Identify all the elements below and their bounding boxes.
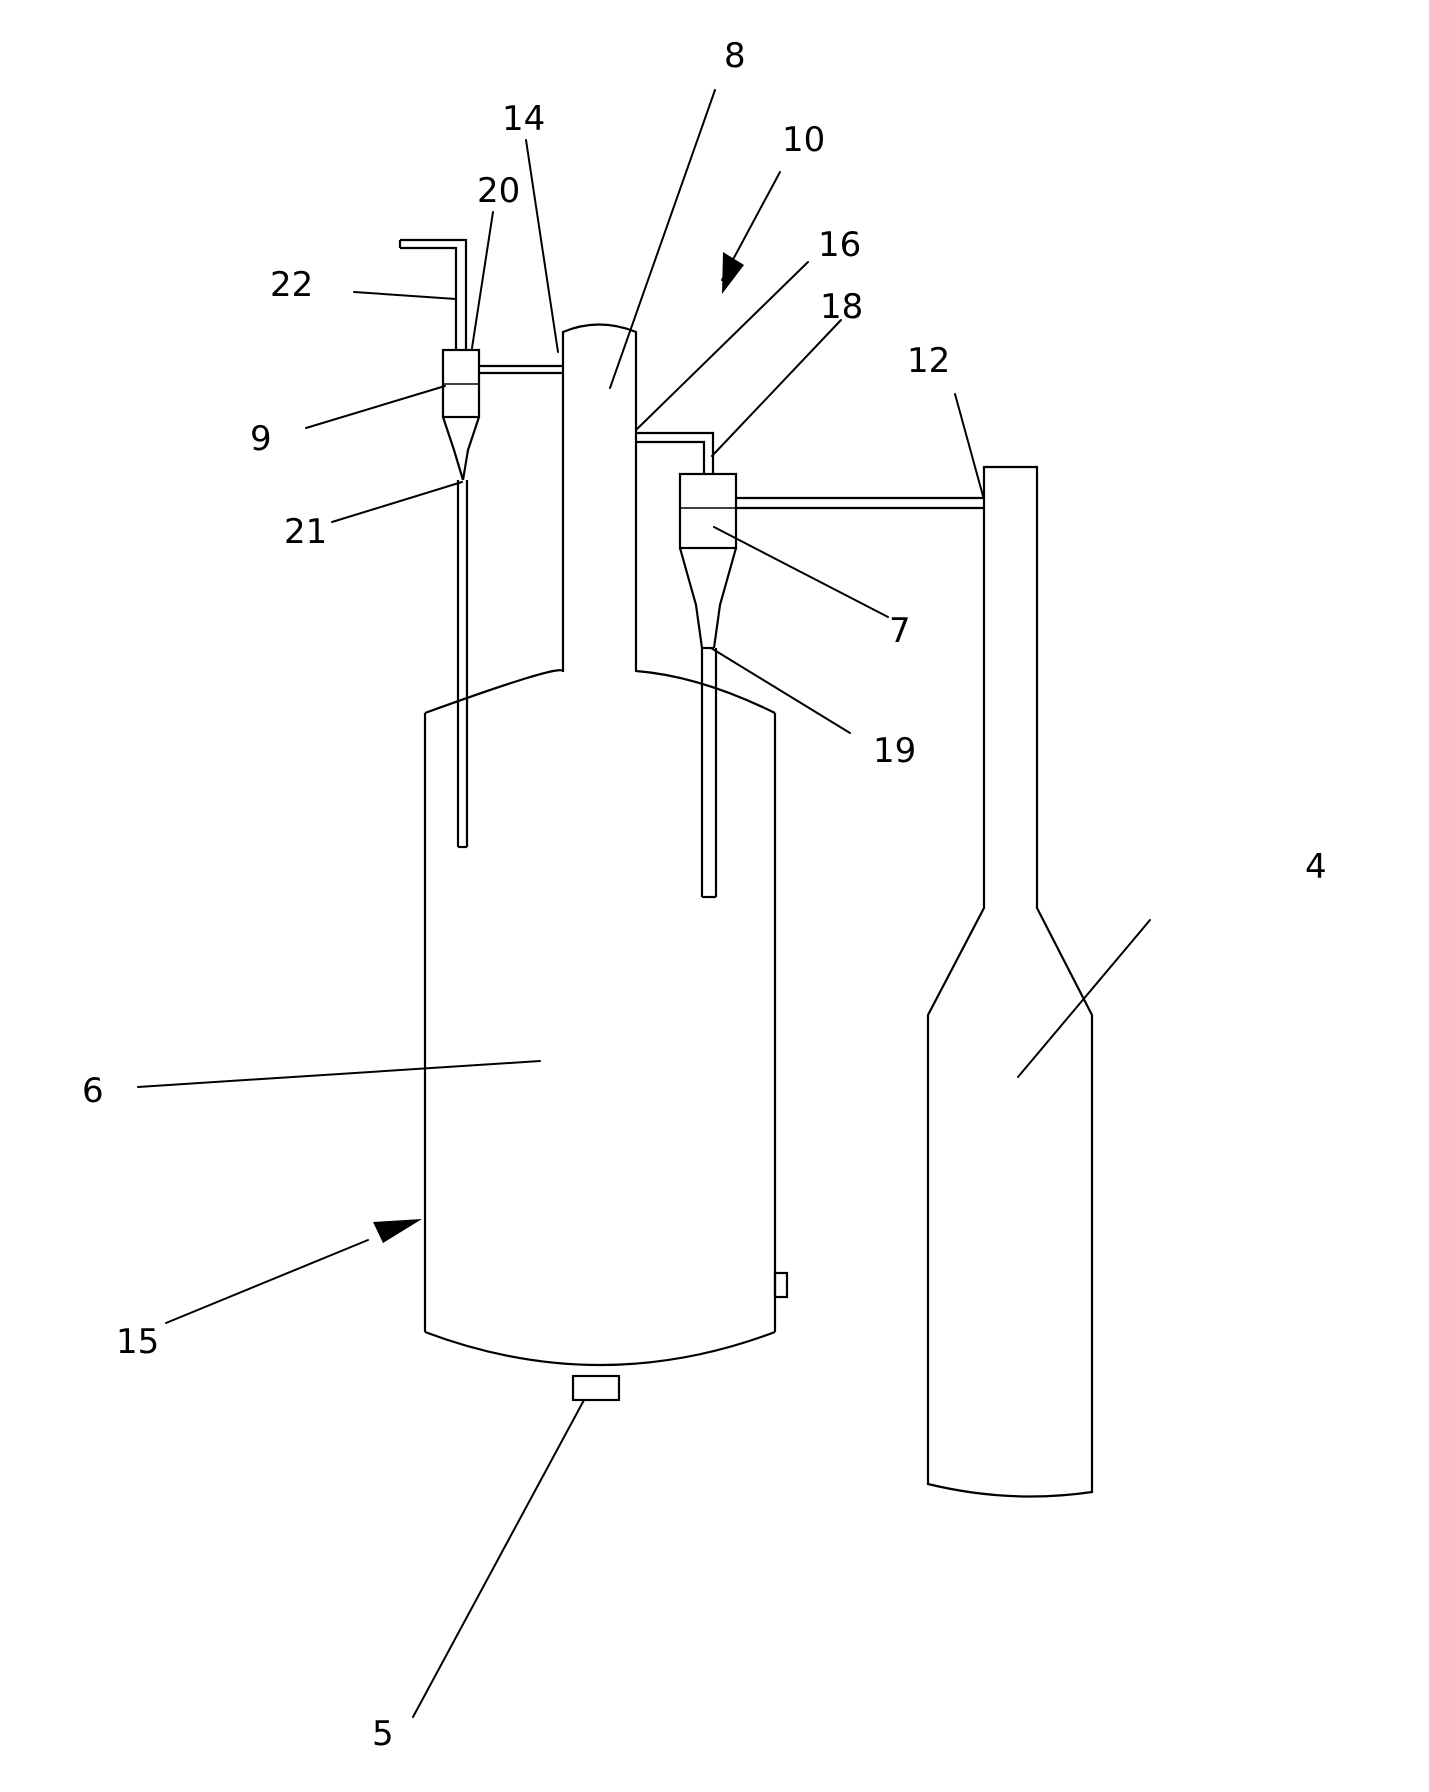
leader-22 — [354, 292, 456, 299]
leader-9 — [306, 386, 445, 428]
leader-4 — [1018, 920, 1150, 1077]
vessel-4-body — [928, 467, 1092, 1497]
label-16: 16 — [818, 225, 861, 265]
label-18: 18 — [820, 287, 863, 327]
leader-8 — [610, 90, 715, 388]
side-nozzle — [775, 1273, 787, 1297]
label-22: 22 — [270, 265, 313, 305]
cyclone-7 — [636, 433, 984, 897]
vessel-4 — [928, 467, 1092, 1497]
label-9: 9 — [250, 419, 272, 459]
leader-18 — [712, 320, 841, 456]
vessel-6 — [425, 670, 787, 1365]
label-10: 10 — [782, 120, 825, 160]
vessel-top-right-shoulder — [636, 671, 775, 713]
cyclone-9-cone-left — [443, 417, 463, 480]
arrowhead-15 — [373, 1219, 422, 1243]
connector-16-outer — [636, 433, 713, 474]
label-15: 15 — [116, 1322, 159, 1362]
label-21: 21 — [284, 512, 327, 552]
label-12: 12 — [907, 341, 950, 381]
label-6: 6 — [82, 1071, 104, 1111]
vessel-bottom-head — [425, 1332, 775, 1365]
leader-14 — [526, 140, 558, 352]
label-7: 7 — [889, 611, 911, 651]
cyclone-7-cone-right — [714, 548, 736, 648]
label-20: 20 — [477, 171, 520, 211]
leader-7 — [714, 527, 888, 617]
leader-16 — [636, 262, 808, 430]
leader-19 — [711, 648, 850, 733]
reference-numerals: 8 14 10 20 16 22 18 12 9 21 7 19 4 6 15 … — [82, 36, 1327, 1754]
arrowhead-10 — [722, 252, 744, 294]
leader-lines — [138, 90, 1150, 1717]
leader-20 — [472, 212, 493, 348]
leader-5 — [413, 1400, 584, 1717]
label-4: 4 — [1305, 847, 1327, 887]
label-8: 8 — [724, 36, 746, 76]
vessel-top-left-shoulder — [425, 670, 563, 713]
cyclone-7-barrel — [680, 474, 736, 548]
cyclone-9-cone-right — [463, 417, 479, 480]
leader-21 — [332, 482, 462, 522]
column-body — [563, 325, 636, 673]
connector-16-inner — [636, 442, 704, 474]
label-14: 14 — [502, 99, 545, 139]
leader-15 — [166, 1240, 368, 1323]
bottom-outlet-5 — [573, 1376, 619, 1400]
cyclone-7-cone-left — [680, 548, 702, 648]
leader-6 — [138, 1061, 540, 1087]
label-19: 19 — [873, 731, 916, 771]
leader-12 — [955, 394, 983, 496]
column-8 — [563, 325, 636, 673]
label-5: 5 — [372, 1714, 394, 1754]
